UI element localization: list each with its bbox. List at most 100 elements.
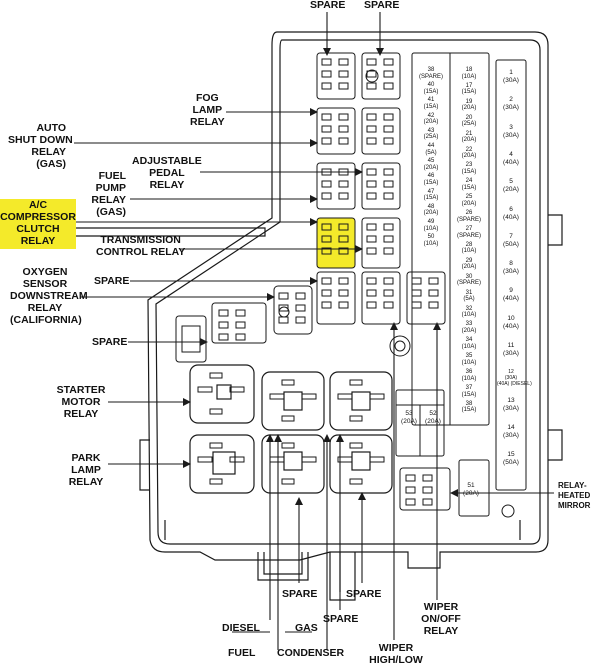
relay-terminal	[338, 58, 349, 66]
relay-terminal	[422, 486, 433, 494]
relay-terminal	[278, 316, 289, 324]
relay-terminal	[349, 478, 363, 485]
relay-terminal	[209, 372, 223, 379]
maxi-fuse: 3 (30A)	[503, 123, 519, 139]
relay-terminal	[383, 168, 394, 176]
label-spare-mid: SPARE	[94, 275, 130, 287]
label-wiper-high-low: WIPER HIGH/LOW	[369, 642, 423, 666]
relay-terminal	[366, 180, 377, 188]
relay-terminal	[321, 58, 332, 66]
maxi-fuse: 15 (50A)	[503, 451, 519, 467]
relay-terminal	[349, 415, 363, 422]
label-spare-top-right: SPARE	[364, 0, 400, 11]
relay-terminal	[229, 386, 245, 393]
label-ac-compressor-clutch-relay: A/C COMPRESSOR CLUTCH RELAY	[0, 199, 76, 249]
maxi-fuse: 2 (30A)	[503, 96, 519, 112]
relay-terminal	[235, 309, 246, 317]
relay-terminal	[278, 304, 289, 312]
relay-terminal	[383, 247, 394, 255]
relay-terminal	[235, 333, 246, 341]
relay-terminal	[321, 301, 332, 309]
relay-terminal	[301, 393, 317, 400]
arrowheads	[183, 48, 458, 505]
mini-fuse-left: 47 (15A)	[423, 188, 439, 202]
mini-fuse-right: 37 (15A)	[461, 385, 477, 398]
relay-terminal	[338, 301, 349, 309]
relay-terminal	[383, 180, 394, 188]
mini-fuse-right: 20 (25A)	[461, 114, 477, 128]
mini-fuse-right: 35 (10A)	[461, 353, 477, 366]
relay-terminal	[366, 70, 377, 78]
mini-fuse-right: 21 (20A)	[461, 130, 477, 144]
relay-terminal	[366, 277, 377, 285]
maxi-fuse: 13 (30A)	[503, 396, 519, 412]
mini-fuse-left: 40 (15A)	[423, 82, 439, 95]
mini-fuse-right: 28 (10A)	[461, 241, 477, 255]
label-relay-heated-mirror: RELAY- HEATED MIRROR	[558, 481, 591, 510]
mini-fuse-left: 50 (10A)	[423, 234, 439, 247]
maxi-fuse: 10 (40A)	[503, 314, 519, 330]
relay-terminal	[295, 292, 306, 300]
relay-terminal	[338, 277, 349, 285]
mini-fuse-right: 18 (10A)	[461, 67, 477, 80]
housing-inner	[155, 39, 541, 545]
relay-terminal	[366, 192, 377, 200]
bottom-connector	[257, 552, 309, 581]
relay-terminal	[366, 235, 377, 243]
relay-terminal	[366, 137, 377, 145]
relay-terminal	[411, 277, 422, 285]
label-spare-bottom-3: SPARE	[323, 613, 359, 625]
relay-terminal	[321, 247, 332, 255]
relay-terminal	[218, 333, 229, 341]
relay-terminal	[369, 393, 385, 400]
relay-terminal	[411, 289, 422, 297]
relay-terminal	[338, 235, 349, 243]
mini-fuse-left: 46 (15A)	[423, 173, 439, 186]
relay-terminal	[295, 304, 306, 312]
relay-terminal	[281, 379, 295, 386]
label-spare-top-left: SPARE	[310, 0, 346, 11]
mini-fuse-left: 43 (25A)	[423, 127, 439, 141]
mini-fuse-right: 17 (15A)	[461, 82, 477, 96]
relay-terminal	[383, 192, 394, 200]
mini-fuse-left: 42 (20A)	[423, 112, 439, 126]
relay-terminal	[218, 309, 229, 317]
relay-terminal	[338, 192, 349, 200]
lower-fuse: 51 (20A)	[463, 482, 479, 497]
relay-terminal	[338, 125, 349, 133]
mini-fuse-left: 45 (20A)	[423, 158, 439, 171]
relay-bank-col1	[316, 52, 356, 325]
maxi-fuse: 8 (30A)	[503, 260, 519, 276]
relay-terminal	[366, 168, 377, 176]
relay-terminal	[321, 82, 332, 90]
relay-terminal	[229, 456, 245, 463]
mini-fuse-right: 24 (15A)	[461, 178, 477, 191]
label-auto-shut-down-relay: AUTO SHUT DOWN RELAY (GAS)	[8, 122, 73, 170]
relay-terminal	[321, 180, 332, 188]
label-diesel: DIESEL	[222, 622, 260, 634]
left-tab	[0, 227, 266, 237]
maxi-fuse: 11 (30A)	[503, 342, 519, 357]
mini-fuse-right: 31 (5A)	[463, 289, 475, 303]
relay-terminal	[383, 82, 394, 90]
relay-terminal	[281, 415, 295, 422]
label-spare-bottom-2: SPARE	[346, 588, 382, 600]
relay-terminal	[209, 478, 223, 485]
relay-terminal	[281, 442, 295, 449]
relay-terminal	[295, 316, 306, 324]
relay-terminal	[338, 113, 349, 121]
relay-terminal	[366, 82, 377, 90]
maxi-fuse: 5 (20A)	[503, 178, 519, 194]
mini-fuse-right: 25 (20A)	[461, 194, 477, 207]
mini-fuse-right: 38 (15A)	[461, 400, 477, 414]
mini-fuse-left: 44 (5A)	[425, 143, 437, 156]
relay-terminal	[366, 289, 377, 297]
relay-terminal	[338, 137, 349, 145]
relay-terminal	[366, 113, 377, 121]
relay-terminal	[209, 442, 223, 449]
mini-fuse-right: 19 (20A)	[461, 98, 477, 112]
relay-terminal	[383, 277, 394, 285]
relay-terminal	[349, 442, 363, 449]
mini-fuse-right: 27 (SPARE)	[457, 226, 481, 239]
